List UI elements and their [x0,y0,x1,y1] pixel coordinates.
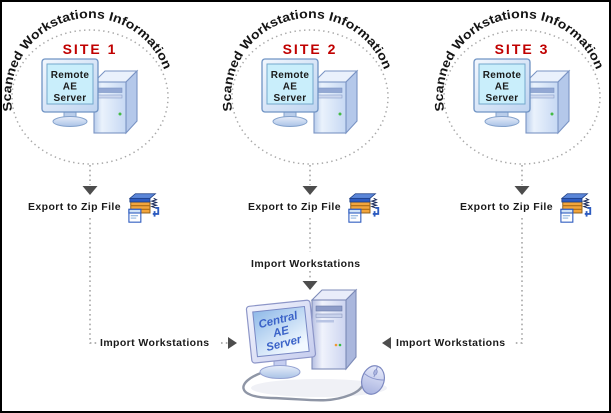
monitor-screen [46,63,94,105]
monitor-stand-base [52,116,88,127]
remote-server-screen-line: AE [63,82,78,93]
zip-press-front [129,197,151,202]
arrow-down-icon [82,186,98,195]
tower-drive-bay [315,313,343,318]
zip-file-icon [348,192,380,223]
mouse-icon [361,365,385,395]
central-server-screen-text: Central AE Server [257,310,303,354]
tower-side [345,288,357,371]
zip-file-icon [128,192,160,223]
site-group-1: Scanned Workstations Information SITE 1 … [2,7,174,165]
central-screen-line: AE [271,324,291,340]
zip-document-header [128,208,142,214]
zip-file-icon [560,192,592,223]
mouse-cable [242,371,369,402]
tower-drive-bay [529,87,555,93]
monitor-stand-base [484,116,520,127]
remote-server-screen-line: AE [495,82,510,93]
tower-drive-bay [315,305,343,312]
power-led [338,343,342,347]
tower-floppy-slot [316,320,334,323]
arrow-left-icon [382,337,391,349]
power-led [118,112,122,116]
remote-server-screen-line: Remote [271,70,310,81]
monitor-stand-base [259,365,301,379]
site-dotted-circle [443,29,601,165]
tower-drive-bay [317,94,343,99]
monitor-screen [478,63,526,105]
tower-drive-bay [97,94,123,99]
site1-export-to-import-line [89,218,99,344]
export-label: Export to Zip File [28,201,121,213]
site-label: SITE 3 [495,41,550,57]
tower-drive-bay [529,94,555,99]
power-led [338,112,342,116]
zip-clamp [152,206,160,217]
central-monitor: Central AE Server [245,299,317,364]
export-row-site1: Export to Zip File [28,190,161,224]
mouse-scroll-wheel [373,369,378,376]
remote-server-computer: Remote AE Server [261,58,359,135]
export-row-site3: Export to Zip File [460,190,593,224]
import-label: Import Workstations [251,258,361,270]
import-label: Import Workstations [396,337,506,349]
remote-server-computer: Remote AE Server [41,58,139,135]
export-row-site2: Export to Zip File [248,190,381,224]
central-server-computer: Central AE Server [242,288,387,402]
site-group-2: Scanned Workstations Information SITE 2 … [220,7,394,165]
remote-server-screen-line: AE [283,82,298,93]
tower-drive-bay [97,87,123,93]
arrow-down-icon [302,281,318,290]
site-dotted-circle [231,29,389,165]
remote-server-screen-line: Server [486,93,519,104]
status-led [334,343,338,347]
remote-server-screen-line: Remote [51,70,90,81]
tower-front [311,299,347,370]
site-label: SITE 1 [63,41,118,57]
monitor-stand-base [272,116,308,127]
site3-export-to-import-line [514,218,523,344]
tower-side [125,69,138,135]
zip-coil [150,197,159,208]
remote-server-screen-line: Server [54,93,87,104]
zip-press-top [128,192,157,199]
site-dotted-circle [11,29,169,165]
tower-side [557,69,570,135]
remote-server-screen-line: Server [274,93,307,104]
arrow-down-icon [302,186,318,195]
zip-document-lines [130,214,139,218]
import-label: Import Workstations [100,337,210,349]
monitor-screen [266,63,314,105]
export-label: Export to Zip File [248,201,341,213]
arrow-down-icon [514,186,530,195]
tower-side [345,69,358,135]
remote-server-computer: Remote AE Server [473,58,571,135]
remote-server-screen-line: Remote [483,70,522,81]
power-led [550,112,554,116]
export-label: Export to Zip File [460,201,553,213]
monitor-screen [252,305,310,358]
site-group-3: Scanned Workstations Information SITE 3 … [432,7,606,165]
site-label: SITE 2 [283,41,338,57]
arrow-right-icon [228,337,237,349]
tower-drive-bay [317,87,343,93]
